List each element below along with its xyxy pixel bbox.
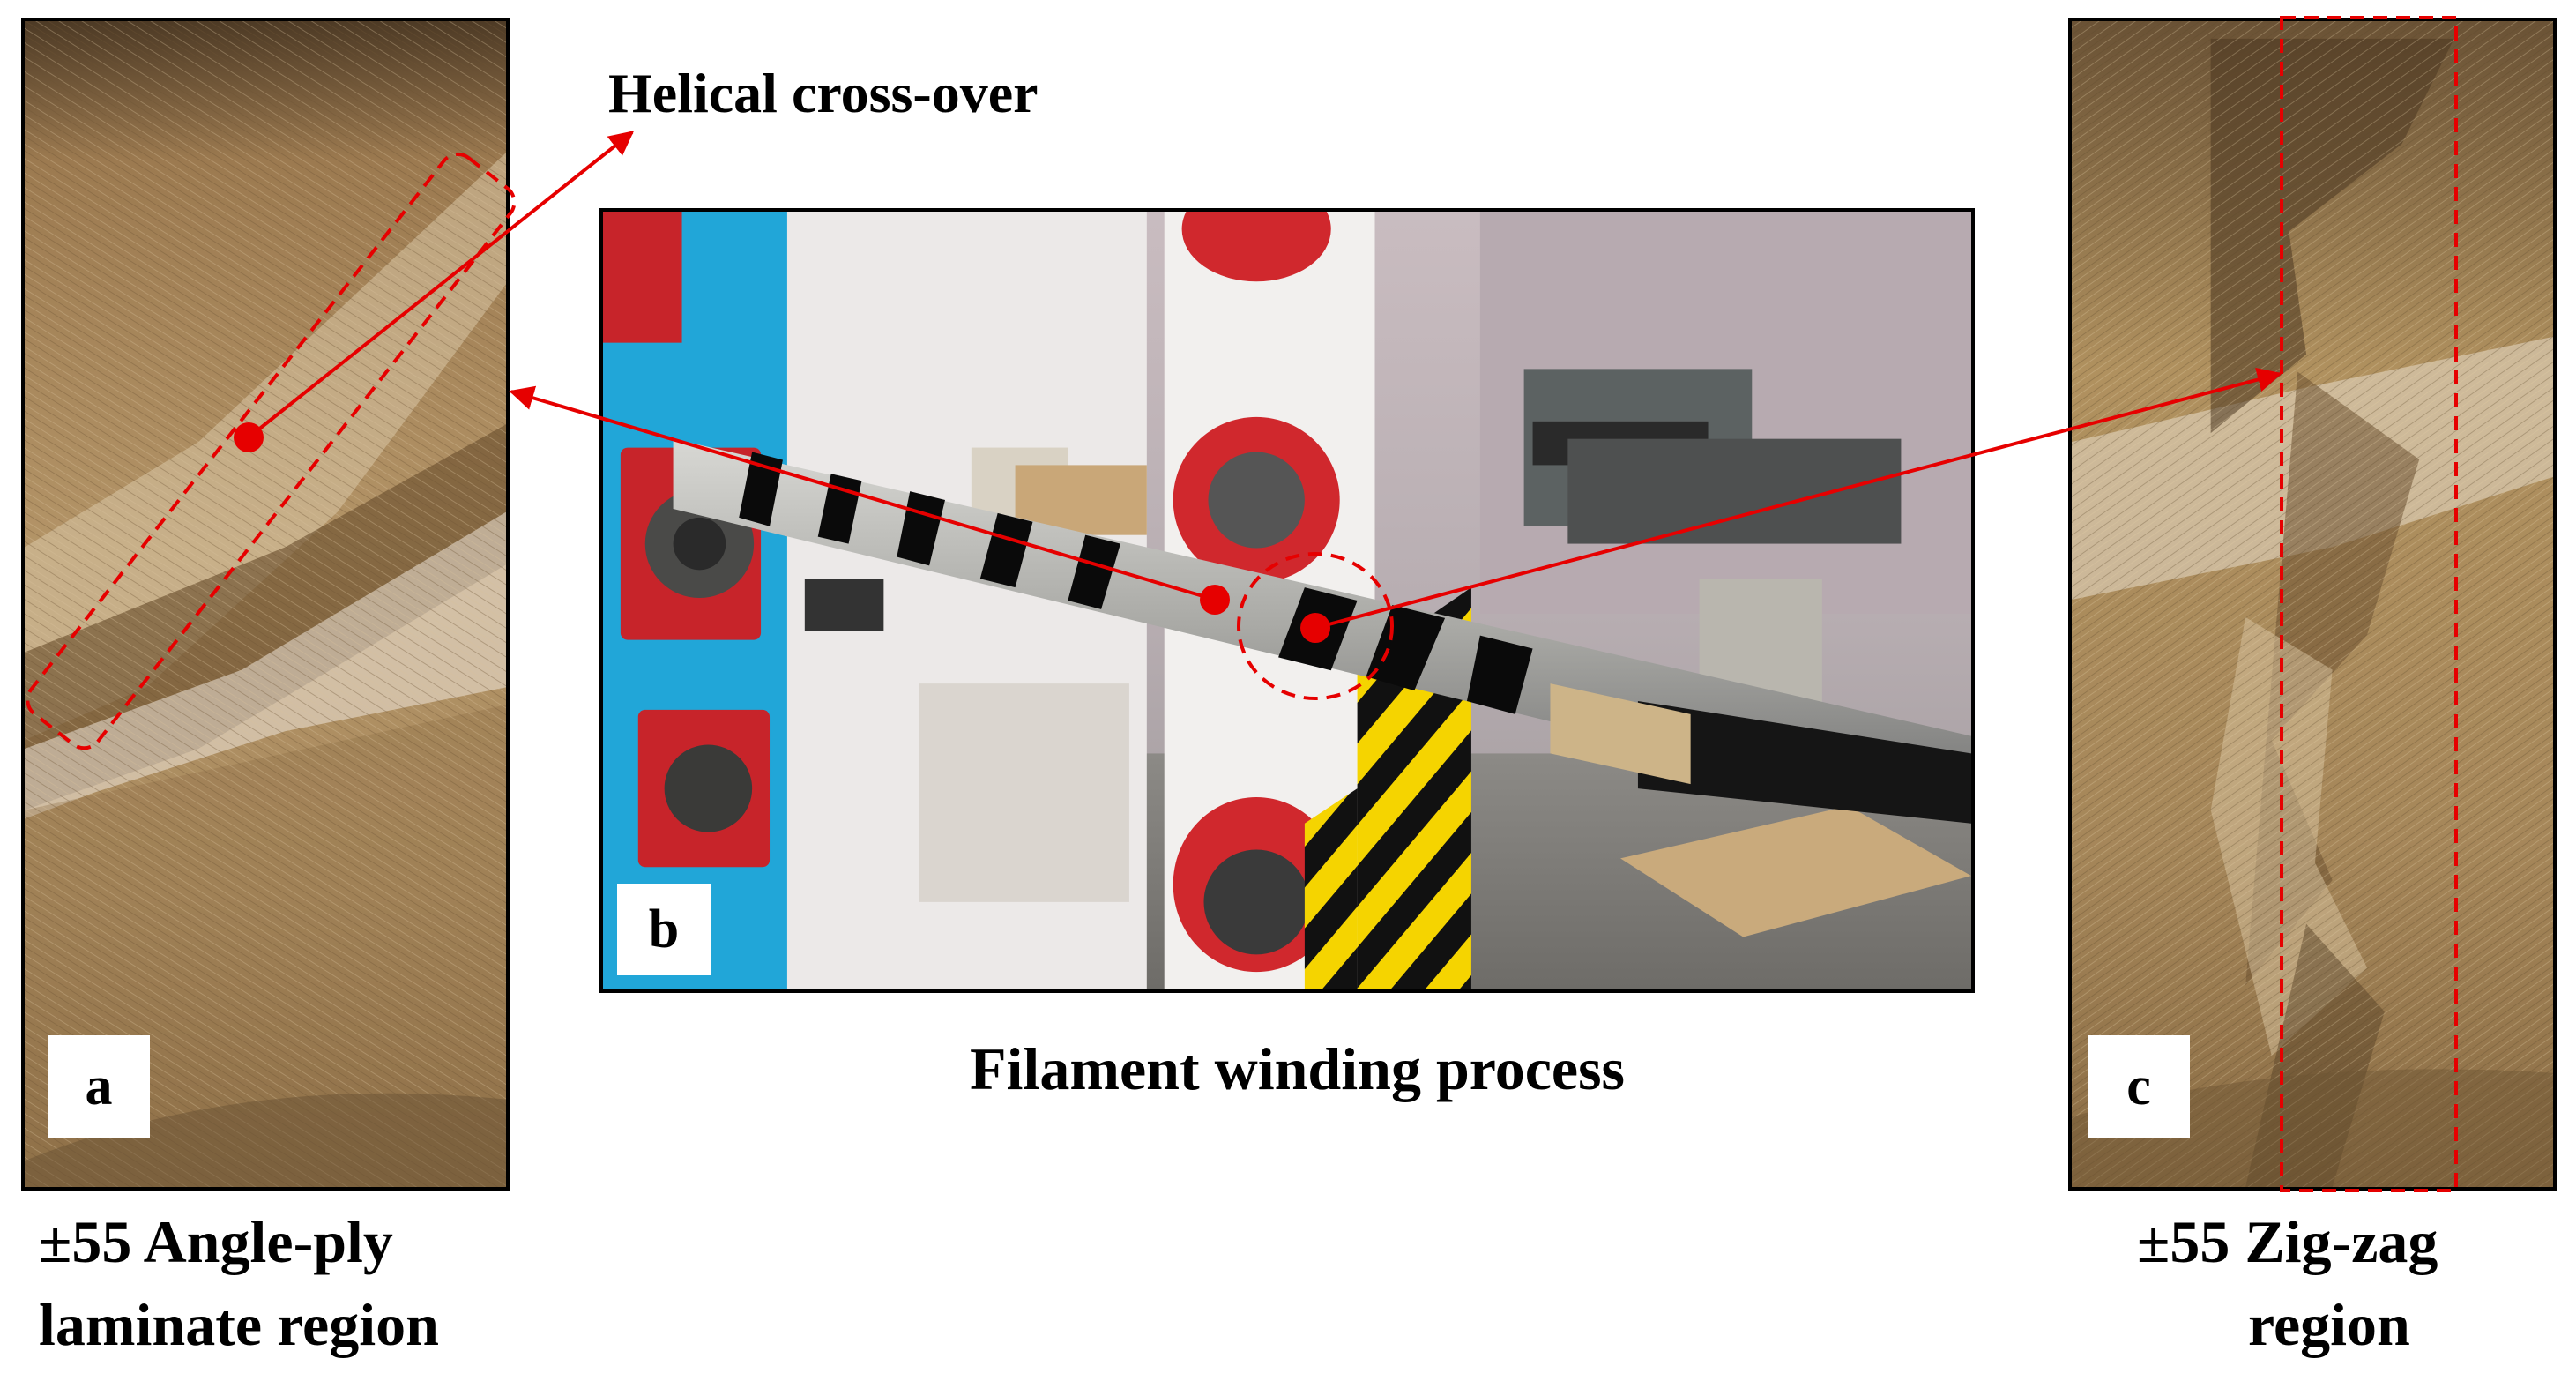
- zigzag-caption-line1: ±55 Zig-zag: [2137, 1208, 2438, 1275]
- panel-a-angle-ply-photo: a: [21, 18, 510, 1191]
- angle-ply-caption-line2: laminate region: [39, 1291, 439, 1358]
- angle-ply-fiber-image: [25, 21, 506, 1187]
- panel-b-machine-photo: b: [599, 208, 1975, 993]
- angle-ply-caption-line1: ±55 Angle-ply: [39, 1208, 393, 1275]
- panel-c-letter: c: [2088, 1035, 2190, 1138]
- helical-crossover-label: Helical cross-over: [608, 62, 1039, 124]
- filament-winding-caption: Filament winding process: [970, 1035, 1626, 1102]
- panel-b-letter: b: [617, 884, 711, 975]
- zigzag-caption-line2: region: [2248, 1291, 2410, 1358]
- filament-winding-machine-image: [603, 212, 1971, 989]
- panel-a-letter: a: [48, 1035, 150, 1138]
- panel-c-zigzag-photo: c: [2068, 18, 2557, 1191]
- zigzag-fiber-image: [2072, 21, 2553, 1187]
